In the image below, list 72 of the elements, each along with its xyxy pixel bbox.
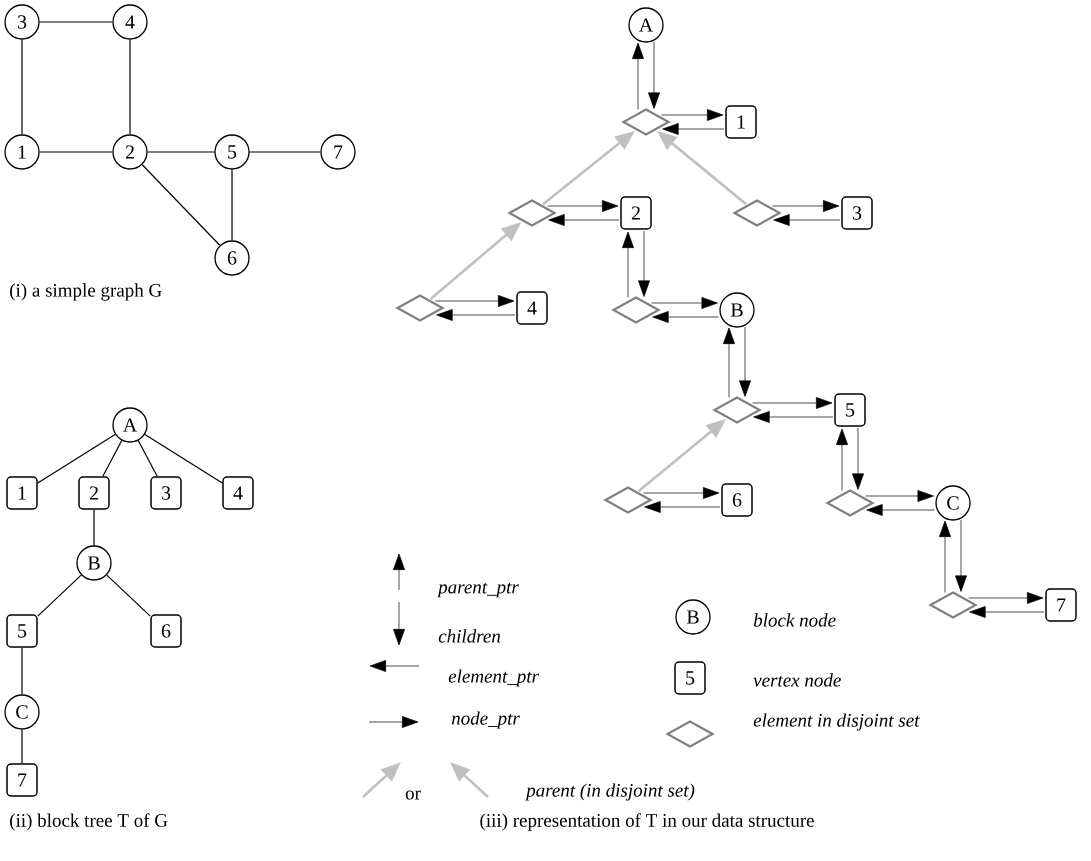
vertex-box: 3 xyxy=(150,476,182,510)
caption: (ii) block tree T of G xyxy=(10,813,168,831)
legend-text: block node xyxy=(753,613,836,627)
vertex-box: 1 xyxy=(725,105,757,139)
arrow xyxy=(547,200,619,212)
caption: (iii) representation of T in our data structure xyxy=(480,813,814,831)
vertex-box: 4 xyxy=(516,291,548,325)
vertex-box: 4 xyxy=(222,476,254,510)
edge-line xyxy=(21,729,23,764)
vertex-box: 6 xyxy=(721,483,753,517)
edge-line xyxy=(231,169,233,241)
arrow xyxy=(436,309,516,321)
edge-line xyxy=(137,440,158,477)
arrow xyxy=(435,295,515,307)
arrow xyxy=(752,397,833,409)
edge-line xyxy=(147,151,215,153)
arrow xyxy=(968,592,1044,604)
legend-text: element_ptr xyxy=(448,669,540,687)
vertex-box: 5 xyxy=(834,393,866,427)
arrow xyxy=(773,214,841,226)
arrow xyxy=(969,606,1045,618)
edge-line xyxy=(93,509,95,546)
arrow xyxy=(739,326,751,397)
arrow xyxy=(622,231,634,298)
arrow xyxy=(939,520,951,593)
edge-line xyxy=(129,39,131,135)
vertex-box: 7 xyxy=(6,763,38,797)
legend-text: vertex node xyxy=(753,673,841,687)
arrow xyxy=(548,214,620,226)
legend-text: or xyxy=(405,790,421,800)
edge-line xyxy=(102,440,123,477)
edge-line xyxy=(37,574,82,617)
arrow xyxy=(955,519,967,592)
edge-line xyxy=(37,433,116,484)
legend-text: node_ptr xyxy=(451,711,520,729)
edge-line xyxy=(39,21,113,23)
edge-line xyxy=(141,164,221,246)
vertex-box: 2 xyxy=(620,196,652,230)
arrow xyxy=(866,504,935,516)
vertex-box: 3 xyxy=(841,196,873,230)
legend-text: element in disjoint set xyxy=(753,713,920,731)
arrow xyxy=(723,327,735,398)
vertex-box: 7 xyxy=(1045,588,1077,622)
edge-line xyxy=(144,433,223,484)
edge-line xyxy=(21,647,23,695)
vertex-box: 5 xyxy=(6,614,38,648)
arrow xyxy=(648,41,660,109)
caption: (i) a simple graph G xyxy=(10,283,162,301)
edge-line xyxy=(39,151,113,153)
legend-box: 5 xyxy=(674,661,706,695)
arrow xyxy=(661,109,724,121)
arrow xyxy=(638,230,650,297)
vertex-box: 1 xyxy=(6,476,38,510)
arrow xyxy=(662,123,725,135)
legend-text: children xyxy=(438,629,501,643)
arrow xyxy=(652,311,719,323)
legend-text: parent_ptr xyxy=(437,582,519,598)
arrow xyxy=(772,200,840,212)
vertex-box: 6 xyxy=(150,614,182,648)
arrow xyxy=(836,428,848,491)
edge-line xyxy=(249,151,321,153)
arrow xyxy=(632,42,644,110)
vertex-box: 2 xyxy=(78,476,110,510)
arrow xyxy=(643,487,720,499)
arrow xyxy=(753,411,834,423)
edge-line xyxy=(106,574,151,617)
arrow xyxy=(651,297,718,309)
legend-text: parent (in disjoint set) xyxy=(525,783,695,801)
arrow xyxy=(644,501,721,513)
arrow xyxy=(865,490,934,502)
edge-line xyxy=(21,39,23,135)
arrow xyxy=(852,427,864,490)
